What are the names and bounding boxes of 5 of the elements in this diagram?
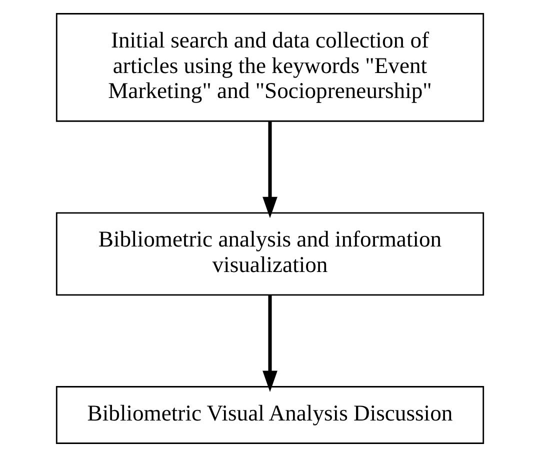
arrow xyxy=(262,121,277,218)
arrow xyxy=(262,295,277,392)
node-box: Bibliometric Visual Analysis Discussion xyxy=(55,386,484,444)
node-box: Initial search and data collection of articles using the keywords "Event Marketing" and "Sociopreneurship" xyxy=(55,13,484,122)
node-box: Bibliometric analysis and information visualization xyxy=(55,212,484,296)
